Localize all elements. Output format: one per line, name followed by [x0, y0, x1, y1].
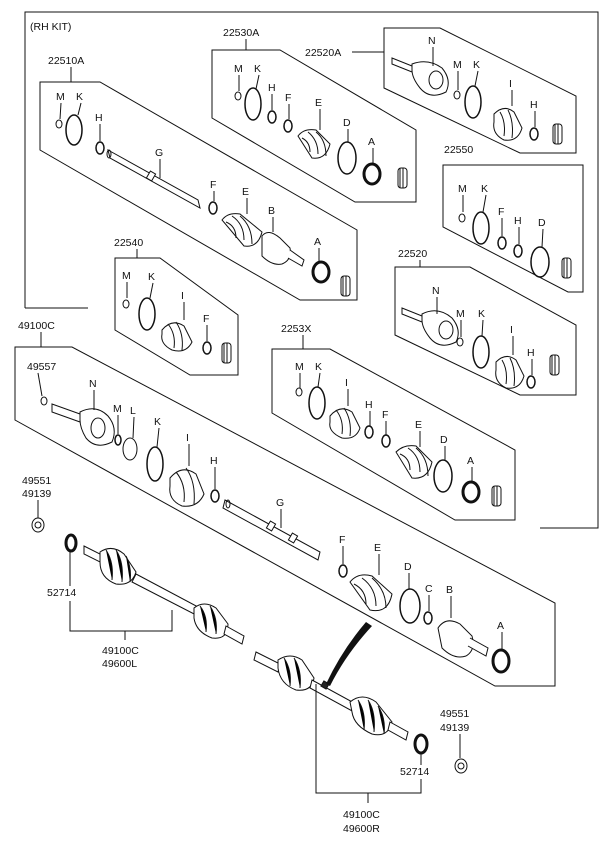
letter-k: K: [315, 361, 322, 373]
letter-a: A: [467, 455, 474, 467]
part-49100c-left: 49100C: [102, 645, 139, 657]
letter-f: F: [339, 534, 345, 546]
letter-i: I: [510, 324, 513, 336]
letter-k: K: [478, 308, 485, 320]
letter-a: A: [314, 236, 321, 248]
letter-m: M: [295, 361, 304, 373]
letter-i: I: [509, 78, 512, 90]
letter-h: H: [514, 215, 522, 227]
letter-i: I: [186, 432, 189, 444]
letter-c: C: [425, 583, 433, 595]
letter-m: M: [453, 59, 462, 71]
kit-22520-parts: [401, 307, 560, 389]
letter-a: A: [497, 620, 504, 632]
part-49600l: 49600L: [102, 658, 137, 670]
letter-h: H: [527, 347, 535, 359]
kit-22540-parts: [122, 297, 232, 364]
cut-wedge-marker: [326, 622, 372, 686]
letter-m: M: [456, 308, 465, 320]
kit-label-49100c: 49100C: [18, 320, 55, 332]
letter-i: I: [181, 290, 184, 302]
kit-22520a-parts: [391, 57, 563, 145]
part-49139-right: 49139: [440, 722, 469, 734]
kit-box-22520: [394, 266, 577, 396]
letter-e: E: [242, 186, 249, 198]
kit-label-2253x: 2253X: [281, 323, 311, 335]
part-49600r: 49600R: [343, 823, 380, 835]
kit-49100c-parts: [40, 396, 511, 674]
rh-kit-frame: [24, 11, 599, 529]
letter-b: B: [268, 205, 275, 217]
part-49100c-right: 49100C: [343, 809, 380, 821]
rh-kit-title: (RH KIT): [30, 21, 71, 33]
letter-b: B: [446, 584, 453, 596]
kit-label-22550: 22550: [444, 144, 473, 156]
kit-label-22520a: 22520A: [305, 47, 341, 59]
part-52714-left: 52714: [47, 587, 76, 599]
letter-k: K: [154, 416, 161, 428]
kit-label-22520: 22520: [398, 248, 427, 260]
letter-k: K: [481, 183, 488, 195]
letter-h: H: [95, 112, 103, 124]
kit-2253x-parts: [295, 386, 502, 507]
kit-label-22510a: 22510A: [48, 55, 84, 67]
letter-a: A: [368, 136, 375, 148]
kit-label-22540: 22540: [114, 237, 143, 249]
letter-n: N: [432, 285, 440, 297]
letter-k: K: [148, 271, 155, 283]
letter-k: K: [473, 59, 480, 71]
letter-d: D: [343, 117, 351, 129]
kit-22510a-parts: [55, 114, 351, 297]
letter-k: K: [76, 91, 83, 103]
kit-box-2253x: [271, 348, 516, 521]
letter-i: I: [345, 377, 348, 389]
letter-f: F: [382, 409, 388, 421]
letter-e: E: [374, 542, 381, 554]
part-52714-right: 52714: [400, 766, 429, 778]
letter-h: H: [530, 99, 538, 111]
right-driveshaft-assembly: [253, 651, 468, 774]
letter-d: D: [440, 434, 448, 446]
letter-l: L: [130, 405, 136, 417]
letter-f: F: [285, 92, 291, 104]
letter-m: M: [234, 63, 243, 75]
kit-box-22550: [442, 164, 584, 293]
letter-f: F: [210, 179, 216, 191]
letter-k: K: [254, 63, 261, 75]
kit-label-22530a: 22530A: [223, 27, 259, 39]
letter-e: E: [315, 97, 322, 109]
letter-h: H: [268, 82, 276, 94]
letter-n: N: [428, 35, 436, 47]
letter-m: M: [56, 91, 65, 103]
kit-box-22530a: [211, 49, 417, 203]
part-49139-left: 49139: [22, 488, 51, 500]
letter-m: M: [113, 403, 122, 415]
letter-h: H: [365, 399, 373, 411]
letter-g: G: [155, 147, 163, 159]
letter-n: N: [89, 378, 97, 390]
letter-m: M: [122, 270, 131, 282]
part-49551-left: 49551: [22, 475, 51, 487]
part-49557: 49557: [27, 361, 56, 373]
letter-m: M: [458, 183, 467, 195]
left-driveshaft-assembly: [31, 517, 245, 645]
letter-d: D: [404, 561, 412, 573]
kit-22550-parts: [458, 211, 572, 279]
kit-22530a-parts: [234, 87, 408, 189]
kit-box-49100c: [14, 346, 556, 687]
letter-d: D: [538, 217, 546, 229]
letter-e: E: [415, 419, 422, 431]
kit-box-22520a: [383, 27, 577, 154]
letter-f: F: [498, 206, 504, 218]
kit-box-22510a: [39, 81, 358, 301]
letter-g: G: [276, 497, 284, 509]
kit-box-22540: [114, 257, 239, 376]
letter-h: H: [210, 455, 218, 467]
letter-f: F: [203, 313, 209, 325]
part-49551-right: 49551: [440, 708, 469, 720]
